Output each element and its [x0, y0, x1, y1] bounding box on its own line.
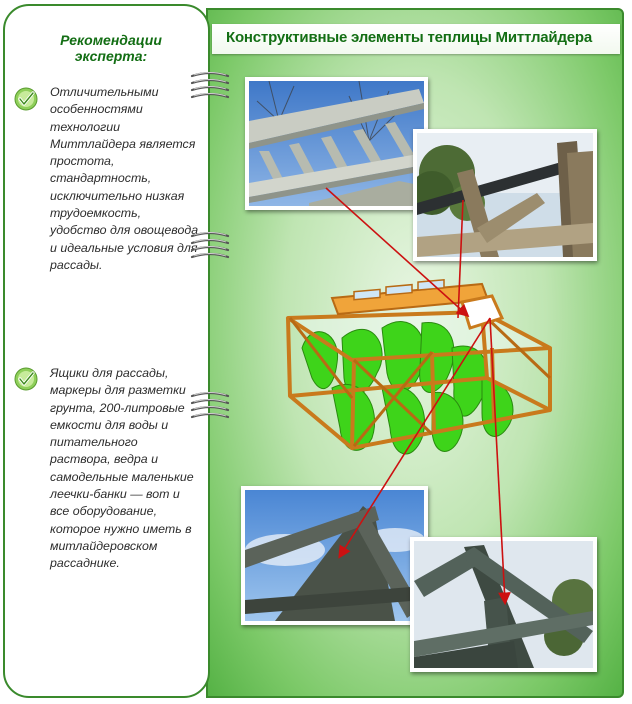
arrow-to-joint — [489, 317, 511, 606]
check-icon — [14, 87, 38, 111]
arrow-post-to-ridge — [457, 199, 464, 319]
expert-sidebar — [3, 4, 210, 698]
expert-heading: Рекомендации эксперта: — [60, 32, 162, 64]
expert-paragraph-2: Ящики для рассады, маркеры для разметки … — [50, 366, 194, 571]
expert-paragraph-1: Отличительными особенностями технологии … — [50, 85, 199, 272]
arrow-to-ridge — [325, 187, 470, 318]
page-title: Конструктивные элементы теплицы Миттлайд… — [226, 29, 593, 46]
photo-gable-top — [241, 486, 428, 625]
photo-ridge-post — [413, 129, 597, 261]
spring-binding-icon — [190, 391, 230, 419]
check-icon — [14, 367, 38, 391]
photo-roof-ridge — [245, 77, 428, 210]
title-bar: Конструктивные элементы теплицы Миттлайд… — [212, 24, 620, 54]
spring-binding-icon — [190, 71, 230, 99]
spring-binding-icon — [190, 231, 230, 259]
arrow-to-gable — [338, 317, 491, 559]
